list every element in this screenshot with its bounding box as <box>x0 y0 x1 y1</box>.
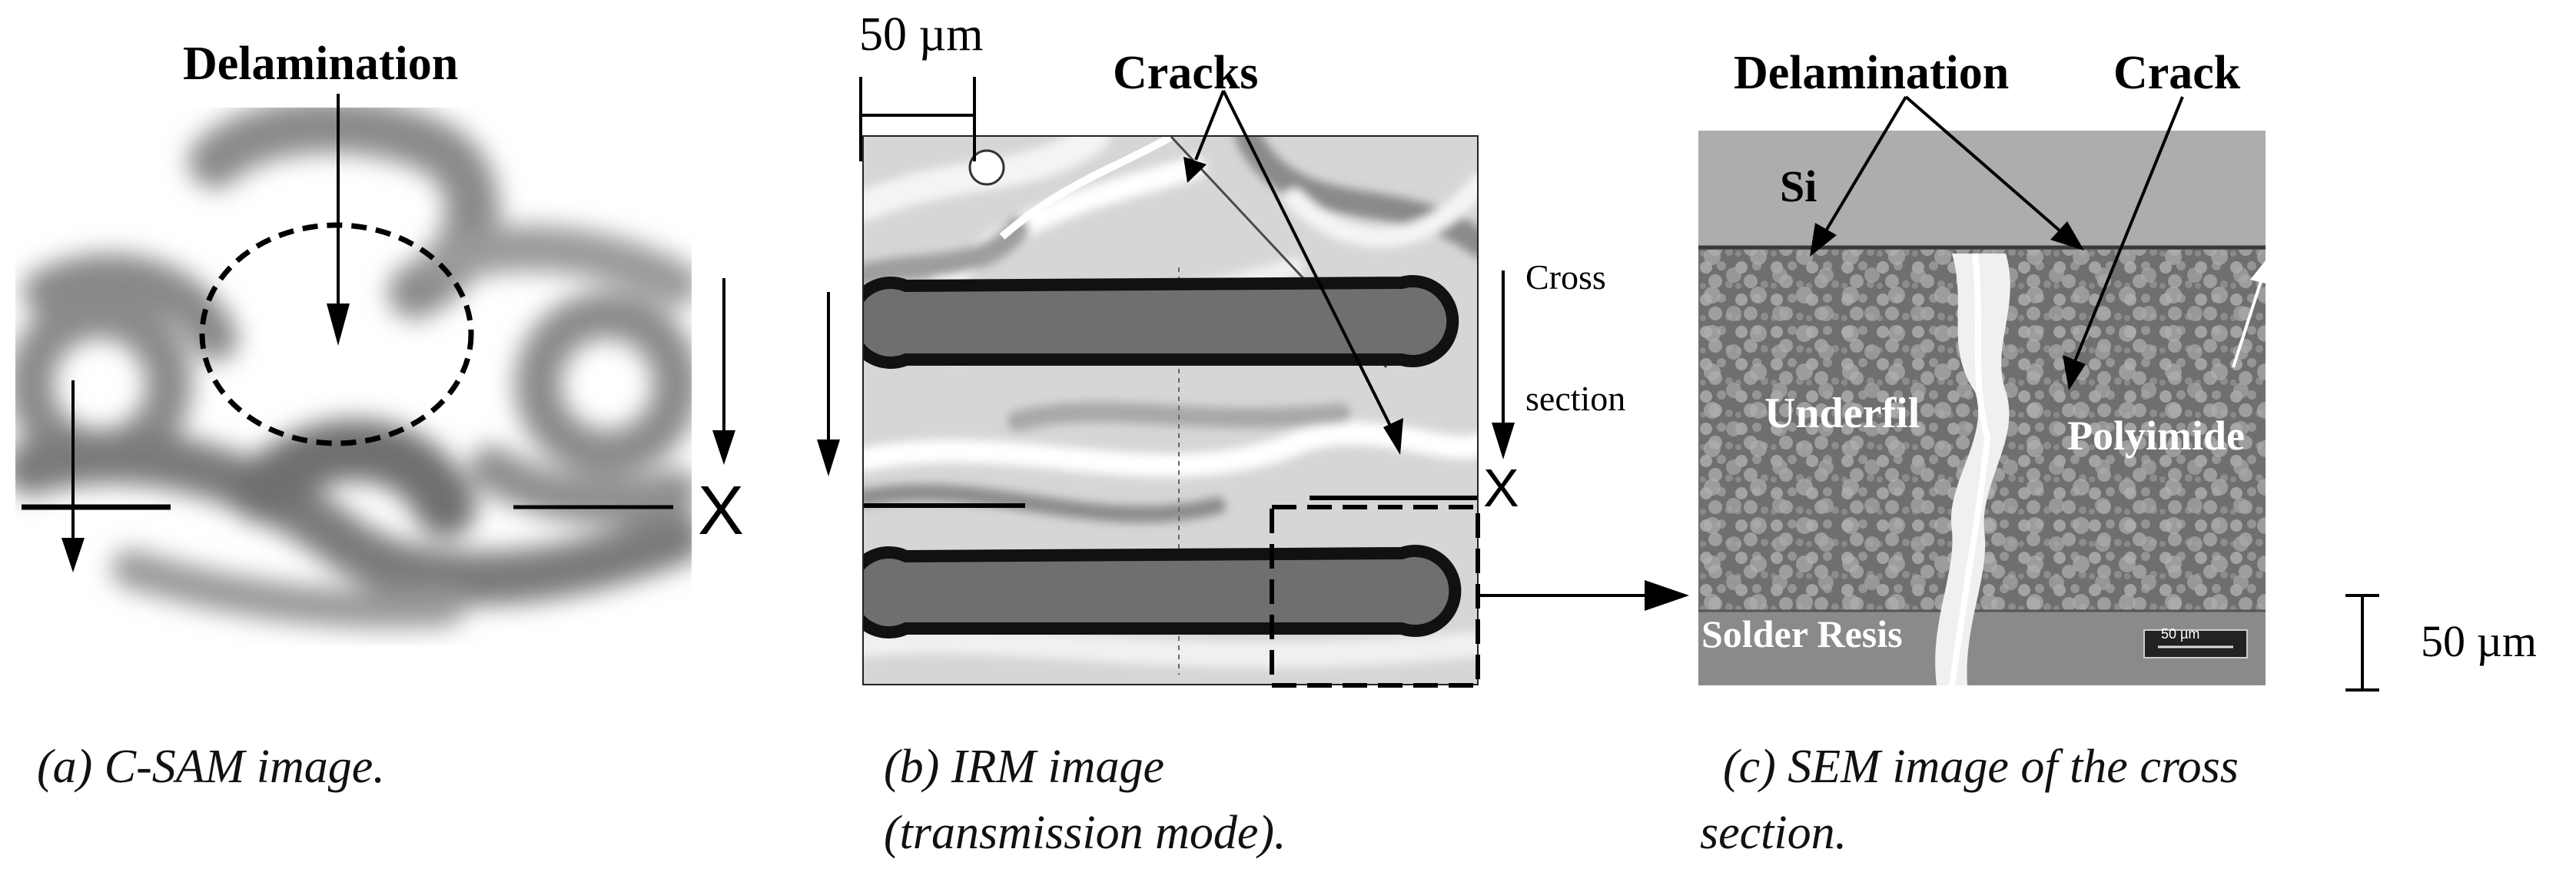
upper-trace <box>864 275 1459 369</box>
sem-underfil-label: Underfil <box>1764 390 1920 437</box>
sem-image <box>1698 131 2266 685</box>
caption-a: (a) C-SAM image. <box>37 741 385 793</box>
irm-cracks-label: Cracks <box>1113 47 1259 99</box>
irm-annotations <box>817 77 1689 688</box>
csam-annotations <box>22 94 735 572</box>
irm-image <box>862 135 1479 685</box>
csam-image <box>15 108 692 645</box>
zoom-region-box <box>1270 505 1480 688</box>
irm-section-label: section <box>1525 379 1626 418</box>
sem-scale-label: 50 µm <box>2421 616 2538 666</box>
caption-c-line1: (c) SEM image of the cross <box>1723 741 2239 793</box>
sem-delamination-label: Delamination <box>1734 47 2010 99</box>
caption-b-line2: (transmission mode). <box>884 807 1286 859</box>
sem-annotations <box>1810 95 2379 692</box>
sem-solder-label: Solder Resis <box>1701 612 1903 655</box>
lower-trace <box>864 545 1462 638</box>
caption-c-line2: section. <box>1700 807 1847 859</box>
csam-delamination-label: Delamination <box>183 38 459 90</box>
caption-c: (c) SEM image of the cross section. <box>1700 734 2239 866</box>
caption-b-line1: (b) IRM image <box>884 741 1164 793</box>
sem-si-label: Si <box>1780 161 1817 211</box>
irm-cross-label: Cross <box>1525 257 1606 297</box>
sem-polyimide-label: Polyimide <box>2067 413 2245 459</box>
irm-scale-label: 50 µm <box>859 8 984 61</box>
irm-x-marker: X <box>1483 458 1519 518</box>
csam-x-marker: X <box>698 473 745 549</box>
sem-crack-label: Crack <box>2113 47 2241 99</box>
sem-inset-scale-label: 50 µm <box>2161 626 2200 642</box>
caption-b: (b) IRM image (transmission mode). <box>884 734 1286 866</box>
